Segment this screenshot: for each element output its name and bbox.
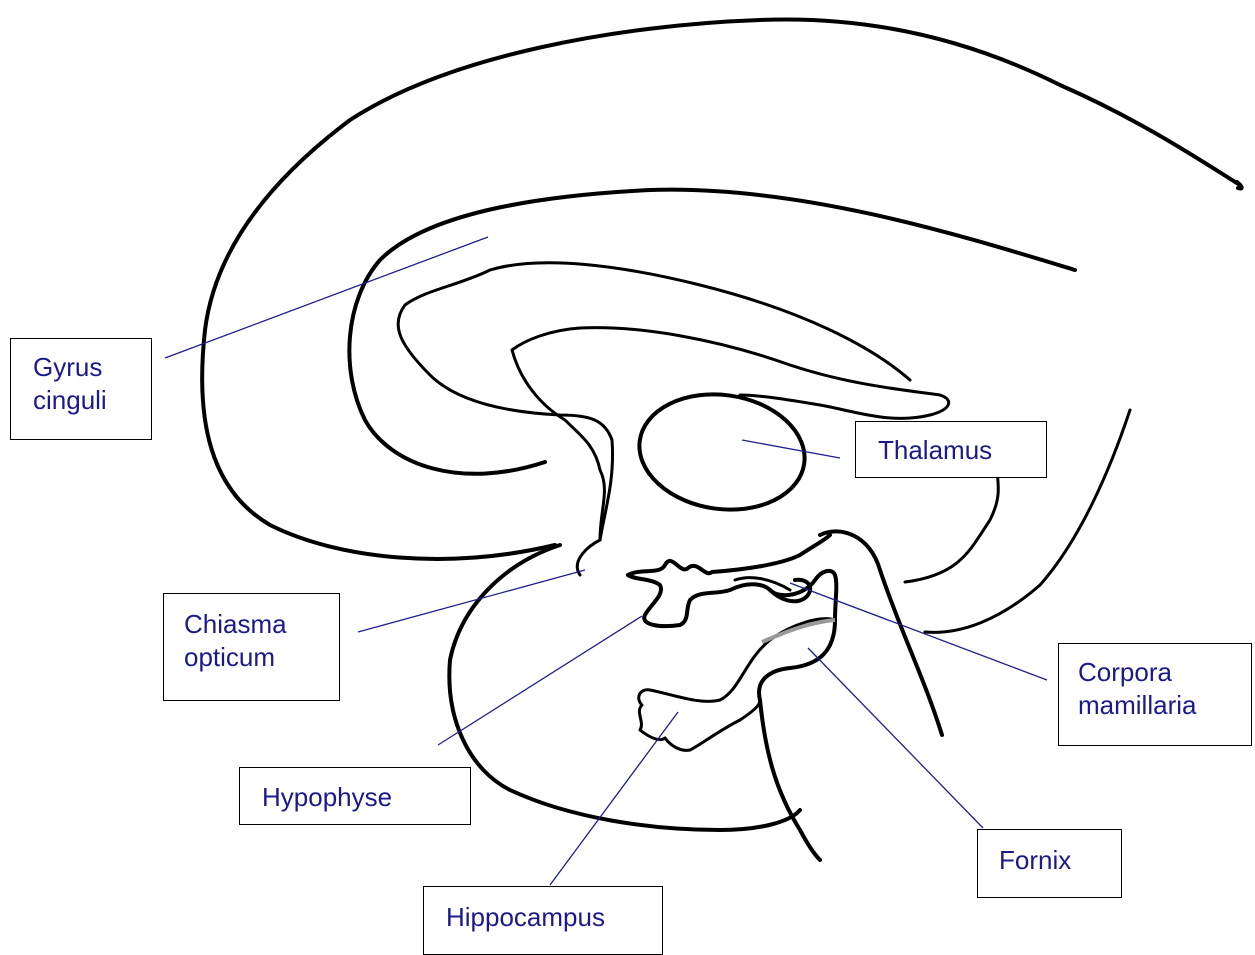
thalamus-ellipse (632, 384, 812, 520)
label-corpora-mamillaria-text: Corpora mamillaria (1078, 656, 1251, 722)
leader-thalamus (742, 440, 840, 458)
corpus-callosum-outline (398, 263, 910, 540)
leader-hypophyse (438, 616, 642, 745)
label-hypophyse: Hypophyse (239, 767, 471, 825)
label-fornix: Fornix (977, 829, 1122, 898)
leader-hippocampus (550, 712, 678, 885)
leader-chiasma-opticum (358, 570, 585, 632)
label-gyrus-cinguli: Gyrus cinguli (10, 338, 152, 440)
label-hypophyse-text: Hypophyse (262, 781, 470, 814)
hippocampus-outline (639, 619, 835, 751)
label-thalamus: Thalamus (855, 421, 1047, 478)
label-chiasma-opticum-text: Chiasma opticum (184, 608, 339, 674)
label-hippocampus: Hippocampus (423, 886, 663, 955)
hypophyse-outline (628, 575, 810, 626)
leader-fornix (808, 648, 983, 828)
brainstem-lower (760, 700, 820, 860)
label-corpora-mamillaria: Corpora mamillaria (1058, 643, 1252, 746)
temporal-lobe-outline (449, 545, 800, 830)
label-fornix-text: Fornix (999, 844, 1121, 877)
label-chiasma-opticum: Chiasma opticum (163, 593, 340, 701)
label-gyrus-cinguli-text: Gyrus cinguli (33, 351, 151, 417)
label-thalamus-text: Thalamus (878, 434, 1046, 467)
label-hippocampus-text: Hippocampus (446, 901, 662, 934)
hypothalamus-floor-outline (628, 535, 830, 575)
